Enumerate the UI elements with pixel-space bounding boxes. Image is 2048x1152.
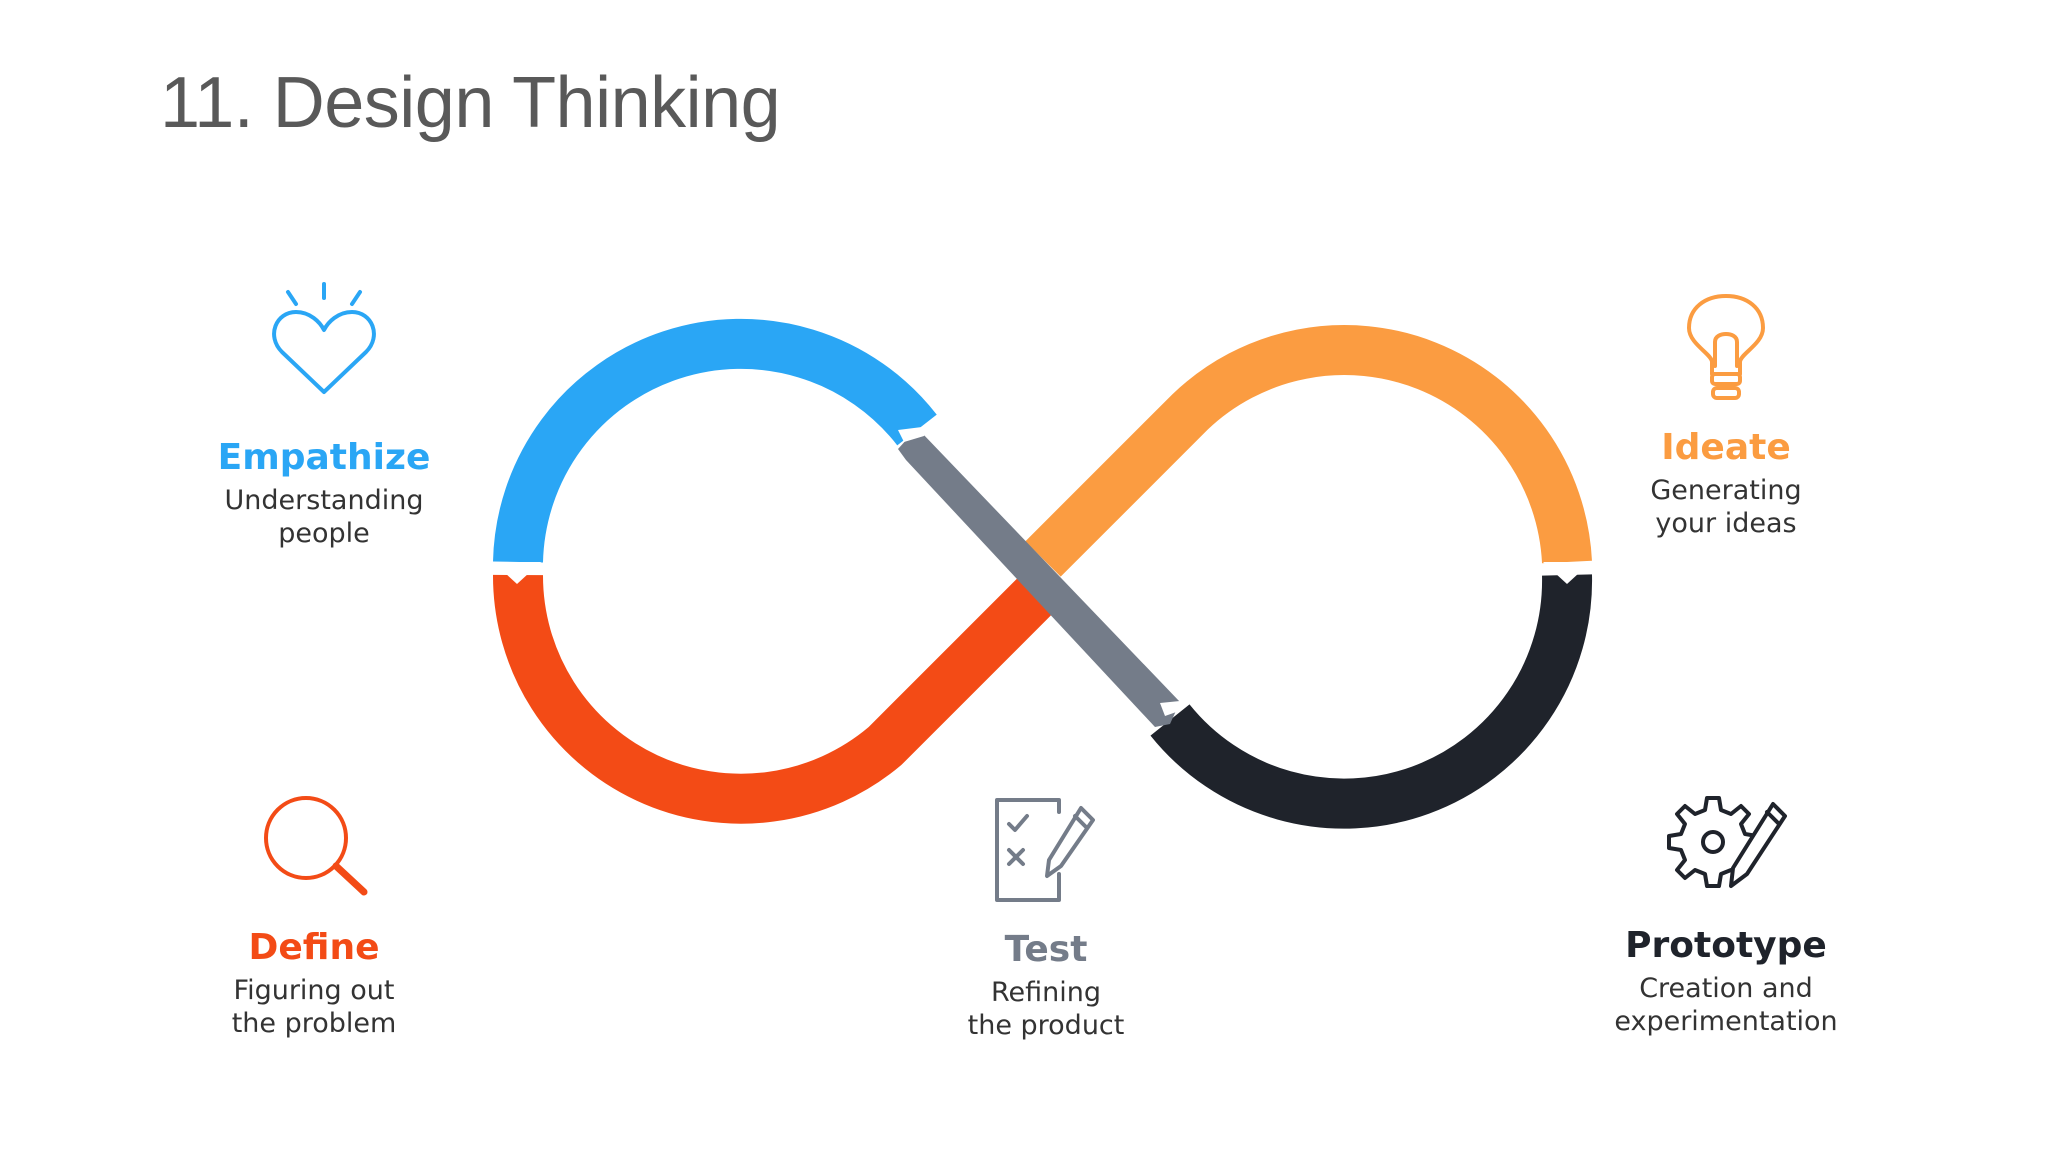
- empathize-segment: [493, 318, 937, 563]
- heart-icon: [272, 282, 376, 394]
- arrow-notch-test-top: [898, 426, 930, 442]
- stage-empathize: Empathize Understanding people: [164, 280, 484, 550]
- prototype-title: Prototype: [1625, 925, 1827, 966]
- test-segment: [898, 433, 1180, 727]
- magnifier-icon: [264, 796, 368, 896]
- test-desc-line2: the product: [967, 1010, 1125, 1041]
- test-title: Test: [1004, 929, 1088, 970]
- ideate-segment: [1025, 325, 1592, 577]
- define-title: Define: [248, 927, 380, 968]
- arrow-notch-test-bottom: [1160, 700, 1190, 716]
- slide-title: 11. Design Thinking: [160, 63, 781, 143]
- empathize-title: Empathize: [217, 437, 431, 478]
- stage-ideate: Ideate Generating your ideas: [1566, 292, 1886, 540]
- prototype-desc-line2: experimentation: [1614, 1006, 1838, 1037]
- stage-test: Test Refining the product: [886, 796, 1206, 1042]
- stage-prototype: Prototype Creation and experimentation: [1566, 790, 1886, 1038]
- test-desc-line1: Refining: [990, 977, 1102, 1008]
- prototype-desc-line1: Creation and: [1639, 973, 1813, 1004]
- ideate-desc-line2: your ideas: [1655, 508, 1797, 539]
- prototype-segment: [1150, 574, 1593, 829]
- ideate-title: Ideate: [1661, 427, 1791, 468]
- define-segment: [492, 574, 1053, 824]
- gear-pencil-icon: [1667, 796, 1787, 888]
- stage-define: Define Figuring out the problem: [154, 792, 474, 1040]
- lightbulb-icon: [1687, 294, 1765, 400]
- empathize-desc-line2: people: [278, 518, 370, 549]
- define-desc-line1: Figuring out: [233, 975, 395, 1006]
- arrow-notch-empathize: [493, 562, 541, 584]
- checklist-icon: [995, 798, 1095, 902]
- ideate-desc-line1: Generating: [1650, 475, 1802, 506]
- arrow-notch-ideate: [1543, 562, 1591, 584]
- define-desc-line2: the problem: [231, 1008, 397, 1039]
- empathize-desc-line1: Understanding: [224, 485, 424, 516]
